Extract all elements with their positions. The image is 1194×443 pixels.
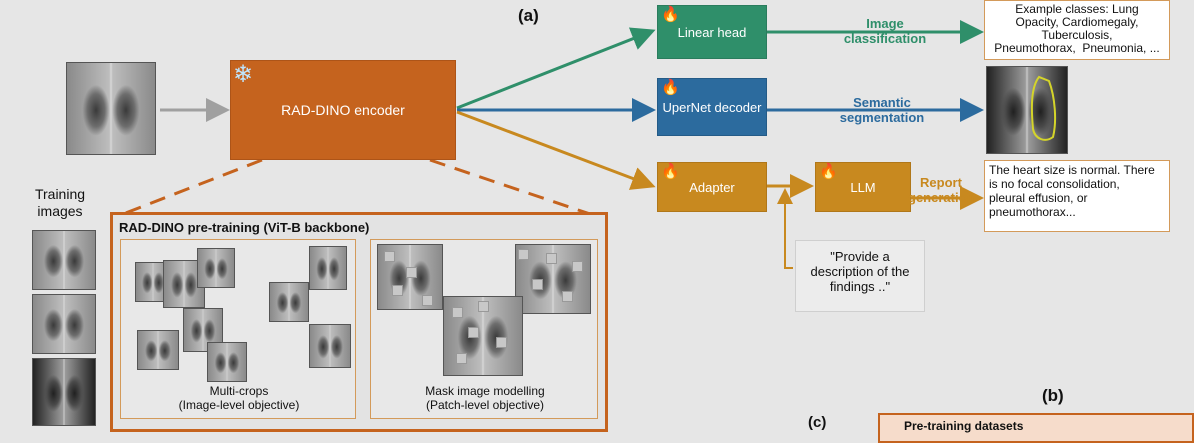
llm-box: 🔥 LLM bbox=[815, 162, 911, 212]
multicrop-caption: Multi-crops (Image-level objective) bbox=[178, 384, 300, 412]
mask-patch bbox=[456, 353, 467, 364]
arrow-to-adapter bbox=[456, 110, 656, 190]
encoder-label: RAD-DINO encoder bbox=[281, 102, 405, 118]
mask-patch bbox=[468, 327, 479, 338]
mim-caption: Mask image modelling (Patch-level object… bbox=[425, 384, 545, 412]
crop-image bbox=[309, 246, 347, 290]
flame-icon: 🔥 bbox=[661, 163, 680, 180]
datasets-box: Pre-training datasets bbox=[878, 413, 1194, 443]
linear-head-box: 🔥 Linear head bbox=[657, 5, 767, 59]
upernet-decoder-box: 🔥 UperNet decoder bbox=[657, 78, 767, 136]
arrow-to-linear-head bbox=[456, 27, 656, 110]
mask-patch bbox=[478, 301, 489, 312]
report-output: The heart size is normal. There is no fo… bbox=[984, 160, 1170, 232]
masked-image bbox=[377, 244, 443, 310]
multicrop-panel: Multi-crops (Image-level objective) bbox=[120, 239, 356, 419]
crop-image bbox=[207, 342, 247, 382]
pretraining-box: RAD-DINO pre-training (ViT-B backbone) M… bbox=[110, 212, 608, 432]
adapter-box: 🔥 Adapter bbox=[657, 162, 767, 212]
flame-icon: 🔥 bbox=[661, 6, 680, 23]
adapter-label: Adapter bbox=[689, 179, 735, 195]
mask-patch bbox=[392, 285, 403, 296]
training-image bbox=[32, 230, 96, 290]
prompt-connector bbox=[777, 188, 793, 269]
rad-dino-encoder: ❄ RAD-DINO encoder bbox=[230, 60, 456, 160]
pretraining-title: RAD-DINO pre-training (ViT-B backbone) bbox=[119, 220, 370, 235]
crop-image bbox=[269, 282, 309, 322]
upernet-label: UperNet decoder bbox=[662, 99, 762, 115]
panel-label-c: (c) bbox=[808, 414, 827, 431]
edge-label-classification: Image classification bbox=[843, 16, 927, 46]
classification-output: Example classes: Lung Opacity, Cardiomeg… bbox=[984, 0, 1170, 60]
crop-image bbox=[309, 324, 351, 368]
mask-patch bbox=[518, 249, 529, 260]
masked-image bbox=[443, 296, 523, 376]
training-image bbox=[32, 358, 96, 426]
snowflake-icon: ❄ bbox=[233, 61, 254, 88]
encoder-zoom-left bbox=[117, 158, 263, 218]
edge-label-report: Report generation bbox=[908, 175, 975, 205]
flame-icon: 🔥 bbox=[661, 79, 680, 96]
mask-patch bbox=[422, 295, 433, 306]
datasets-title: Pre-training datasets bbox=[904, 419, 1024, 433]
mask-patch bbox=[532, 279, 543, 290]
panel-label-b: (b) bbox=[1042, 386, 1064, 405]
mask-patch bbox=[562, 291, 573, 302]
encoder-zoom-right bbox=[429, 158, 597, 218]
masked-image bbox=[515, 244, 591, 314]
mim-panel: Mask image modelling (Patch-level object… bbox=[370, 239, 598, 419]
connector-layer bbox=[117, 20, 984, 269]
training-image bbox=[32, 294, 96, 354]
mask-patch bbox=[572, 261, 583, 272]
input-xray-image bbox=[66, 62, 156, 155]
mask-patch bbox=[546, 253, 557, 264]
crop-image bbox=[137, 330, 179, 370]
panel-label-a: (a) bbox=[518, 6, 539, 25]
mask-patch bbox=[406, 267, 417, 278]
linear-head-label: Linear head bbox=[677, 24, 747, 40]
segmentation-output-image bbox=[986, 66, 1068, 154]
edge-label-segmentation: Semantic segmentation bbox=[839, 95, 925, 125]
mask-patch bbox=[496, 337, 507, 348]
llm-label: LLM bbox=[850, 179, 876, 195]
crop-image bbox=[197, 248, 235, 288]
flame-icon: 🔥 bbox=[819, 163, 838, 180]
segmentation-mask bbox=[1030, 75, 1057, 141]
prompt-box: "Provide a description of the findings .… bbox=[795, 240, 925, 312]
training-images-label: Training images bbox=[34, 186, 86, 219]
mask-patch bbox=[452, 307, 463, 318]
mask-patch bbox=[384, 251, 395, 262]
